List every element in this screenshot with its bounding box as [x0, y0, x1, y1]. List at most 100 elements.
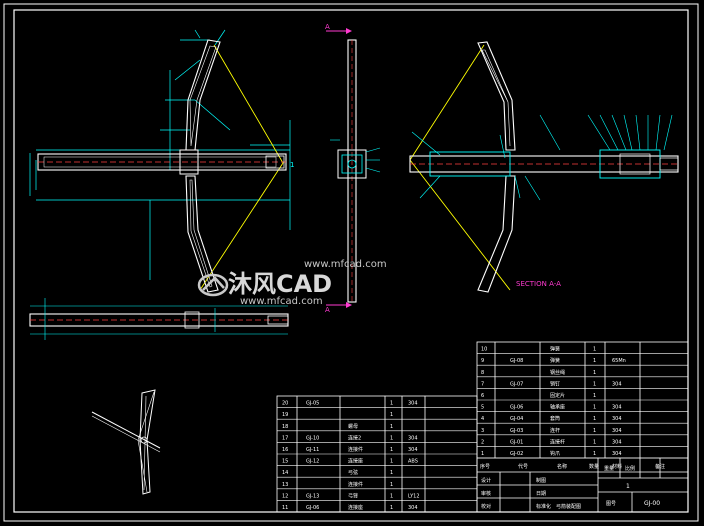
row-no: 3 — [481, 428, 484, 434]
side-view: A A — [325, 23, 381, 314]
upper-limb-front — [185, 39, 221, 151]
section-mark-bottom: A — [325, 306, 330, 314]
row-mat: 304 — [408, 505, 418, 511]
row-mat: 304 — [612, 405, 622, 411]
row-name: 钢丝绳 — [550, 369, 565, 376]
header-remark: 备注 — [655, 463, 665, 470]
section-title: SECTION A-A — [516, 280, 561, 288]
row-name: 弓臂 — [348, 492, 358, 499]
sign-review: 审核 — [481, 490, 491, 497]
watermark-brand: 沐风CAD — [228, 270, 332, 298]
section-mark-top: A — [325, 23, 330, 31]
row-qty: 1 — [593, 405, 596, 411]
row-mat: 304 — [408, 447, 418, 453]
row-code: GJ-11 — [306, 447, 319, 453]
scale-label-weight: 重量 — [604, 465, 614, 472]
watermark-site-bottom: www.mfcad.com — [240, 296, 323, 307]
header-no: 序号 — [480, 463, 490, 470]
sign-design: 设计 — [481, 477, 491, 484]
watermark-logo — [197, 273, 229, 297]
row-no: 15 — [282, 459, 288, 465]
row-qty: 1 — [593, 347, 596, 353]
row-no: 8 — [481, 370, 484, 376]
row-qty: 1 — [390, 401, 393, 407]
row-qty: 1 — [593, 381, 596, 387]
scale-value: 1 — [626, 483, 630, 490]
row-no: 1 — [481, 451, 484, 457]
section-view: SECTION A-A — [409, 41, 679, 293]
header-mat: 材料 — [612, 463, 622, 470]
row-name: 轴承座 — [550, 404, 565, 411]
row-no: 20 — [282, 401, 288, 407]
scale-label-ratio: 比例 — [625, 465, 635, 472]
row-no: 7 — [481, 381, 484, 387]
row-name: 钩爪 — [550, 450, 560, 457]
row-qty: 1 — [593, 416, 596, 422]
row-code: GJ-07 — [510, 381, 523, 387]
row-name: 套筒 — [550, 415, 560, 422]
header-code: 代号 — [518, 463, 528, 470]
bow-string-front — [199, 44, 284, 291]
front-dimensions — [29, 29, 291, 280]
row-code: GJ-06 — [510, 405, 523, 411]
row-name: 连接座 — [348, 504, 363, 511]
row-code: GJ-06 — [306, 505, 319, 511]
row-mat: ABS — [408, 459, 418, 465]
row-qty: 1 — [390, 459, 393, 465]
sign-check: 校对 — [481, 503, 491, 510]
row-name: 连接件 — [348, 481, 363, 488]
row-qty: 1 — [593, 393, 596, 399]
header-qty: 数量 — [589, 463, 599, 470]
row-no: 4 — [481, 416, 484, 422]
lower-limb-front — [185, 175, 219, 293]
callout-left: 1 — [290, 161, 294, 169]
row-name: 弓弦 — [348, 469, 358, 476]
row-qty: 1 — [390, 470, 393, 476]
row-qty: 1 — [593, 451, 596, 457]
row-mat: 304 — [612, 439, 622, 445]
row-code: GJ-04 — [510, 416, 523, 422]
row-no: 2 — [481, 439, 484, 445]
row-name: 弹簧 — [550, 357, 560, 364]
row-no: 17 — [282, 435, 288, 441]
row-code: GJ-12 — [306, 459, 319, 465]
row-name: 螺母 — [348, 423, 358, 430]
row-qty: 1 — [593, 358, 596, 364]
row-mat: LY12 — [408, 493, 420, 499]
row-name: 销钉 — [550, 380, 560, 387]
row-no: 11 — [282, 505, 288, 511]
row-qty: 1 — [390, 493, 393, 499]
row-qty: 1 — [593, 428, 596, 434]
row-name: 连接杆 — [550, 438, 565, 445]
watermark-site-top: www.mfcad.com — [304, 259, 387, 270]
row-mat: 304 — [408, 401, 418, 407]
sign-date: 日期 — [536, 491, 546, 497]
drawing-no-label: 图号 — [606, 501, 616, 507]
row-no: 18 — [282, 424, 288, 430]
row-no: 19 — [282, 412, 288, 418]
row-name: 连接座 — [348, 458, 363, 465]
row-no: 5 — [481, 405, 484, 411]
row-no: 10 — [481, 347, 487, 353]
row-no: 12 — [282, 493, 288, 499]
row-name: 连接件 — [348, 446, 363, 453]
row-qty: 1 — [593, 439, 596, 445]
row-name: 连杆 — [550, 427, 560, 434]
row-qty: 1 — [390, 424, 393, 430]
header-name: 名称 — [557, 463, 567, 470]
part-title: 弓箭装配图 — [556, 503, 581, 510]
row-mat: 304 — [408, 435, 418, 441]
row-qty: 1 — [390, 412, 393, 418]
row-qty: 1 — [390, 435, 393, 441]
row-code: GJ-01 — [510, 439, 523, 445]
sign-draw: 制图 — [536, 477, 546, 484]
row-name: 连接2 — [348, 434, 361, 441]
row-mat: 304 — [612, 451, 622, 457]
row-qty: 1 — [390, 505, 393, 511]
row-qty: 1 — [593, 370, 596, 376]
row-no: 14 — [282, 470, 288, 476]
row-code: GJ-08 — [510, 358, 523, 364]
